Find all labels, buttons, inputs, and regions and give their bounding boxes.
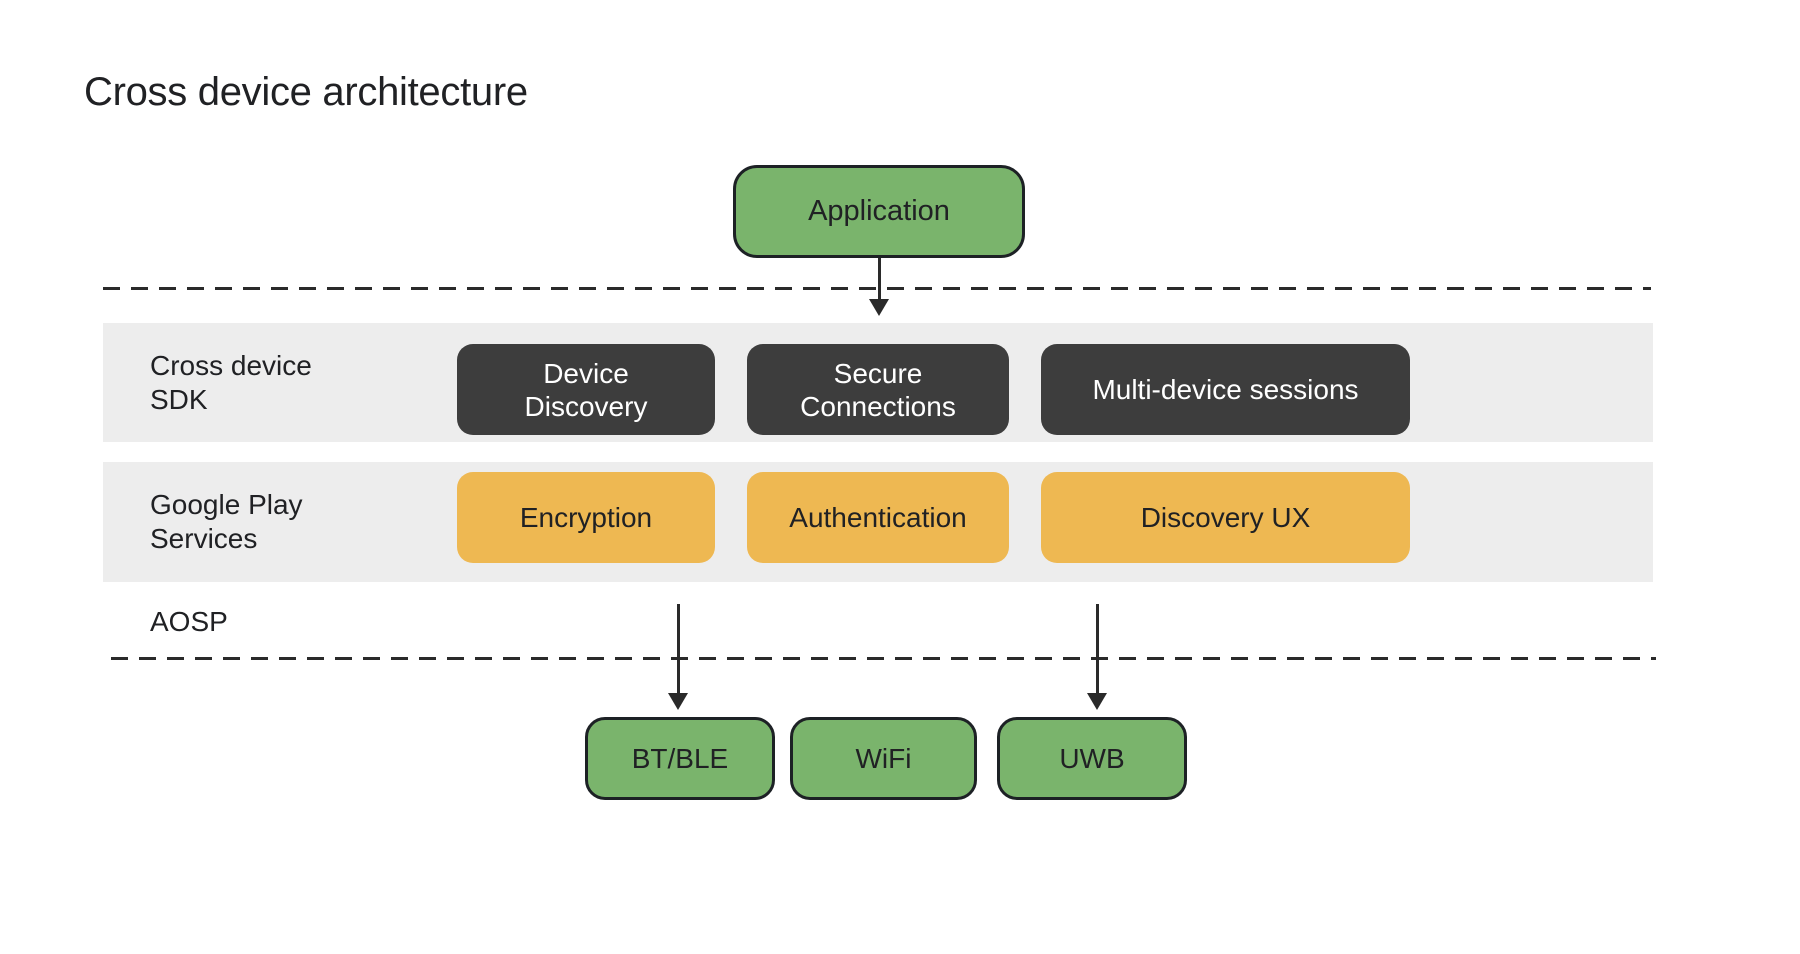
node-device-discovery-label: Device Discovery: [525, 357, 648, 423]
label-line: Connections: [800, 390, 956, 422]
arrow-down-icon: [1087, 693, 1107, 710]
node-wifi-label: WiFi: [855, 743, 912, 774]
aosp-label: AOSP: [150, 606, 228, 637]
label-line: Secure: [833, 357, 923, 389]
gps-band-label: Google Play Services: [150, 462, 303, 582]
node-wifi: WiFi: [790, 717, 977, 800]
application-node: Application: [733, 165, 1025, 258]
label-line: Device: [543, 357, 629, 389]
node-discovery-ux-label: Discovery UX: [1140, 502, 1311, 533]
arrow-to-btble: [668, 604, 688, 710]
node-btble: BT/BLE: [585, 717, 775, 800]
dashed-divider-top: [103, 287, 1651, 290]
application-label: Application: [808, 195, 950, 227]
node-encryption: Encryption: [457, 472, 715, 563]
sdk-band-label-line1: Cross device: [150, 349, 312, 381]
arrow-to-uwb: [1087, 604, 1107, 710]
sdk-band-label: Cross device SDK: [150, 323, 312, 442]
arrow-down-icon: [869, 299, 889, 316]
label-line: Discovery: [524, 390, 648, 422]
node-authentication: Authentication: [747, 472, 1009, 563]
arrow-shaft: [877, 258, 881, 299]
node-encryption-label: Encryption: [519, 502, 653, 533]
arrow-application-to-sdk: [869, 258, 889, 316]
gps-band-label-line1: Google Play: [150, 489, 303, 520]
arrow-down-icon: [668, 693, 688, 710]
node-multi-device-sessions-label: Multi-device sessions: [1092, 374, 1359, 405]
node-uwb: UWB: [997, 717, 1187, 800]
dashed-divider-bottom: [111, 657, 1656, 660]
arrow-shaft: [676, 604, 680, 693]
node-uwb-label: UWB: [1059, 743, 1125, 774]
sdk-band-label-line2: SDK: [150, 383, 208, 415]
node-discovery-ux: Discovery UX: [1041, 472, 1410, 563]
node-secure-connections: Secure Connections: [747, 344, 1009, 435]
node-multi-device-sessions: Multi-device sessions: [1041, 344, 1410, 435]
node-authentication-label: Authentication: [789, 502, 967, 533]
gps-band-label-line2: Services: [150, 523, 258, 554]
node-secure-connections-label: Secure Connections: [800, 357, 956, 423]
page-title: Cross device architecture: [84, 70, 528, 114]
node-device-discovery: Device Discovery: [457, 344, 715, 435]
node-btble-label: BT/BLE: [631, 743, 729, 774]
arrow-shaft: [1095, 604, 1099, 693]
